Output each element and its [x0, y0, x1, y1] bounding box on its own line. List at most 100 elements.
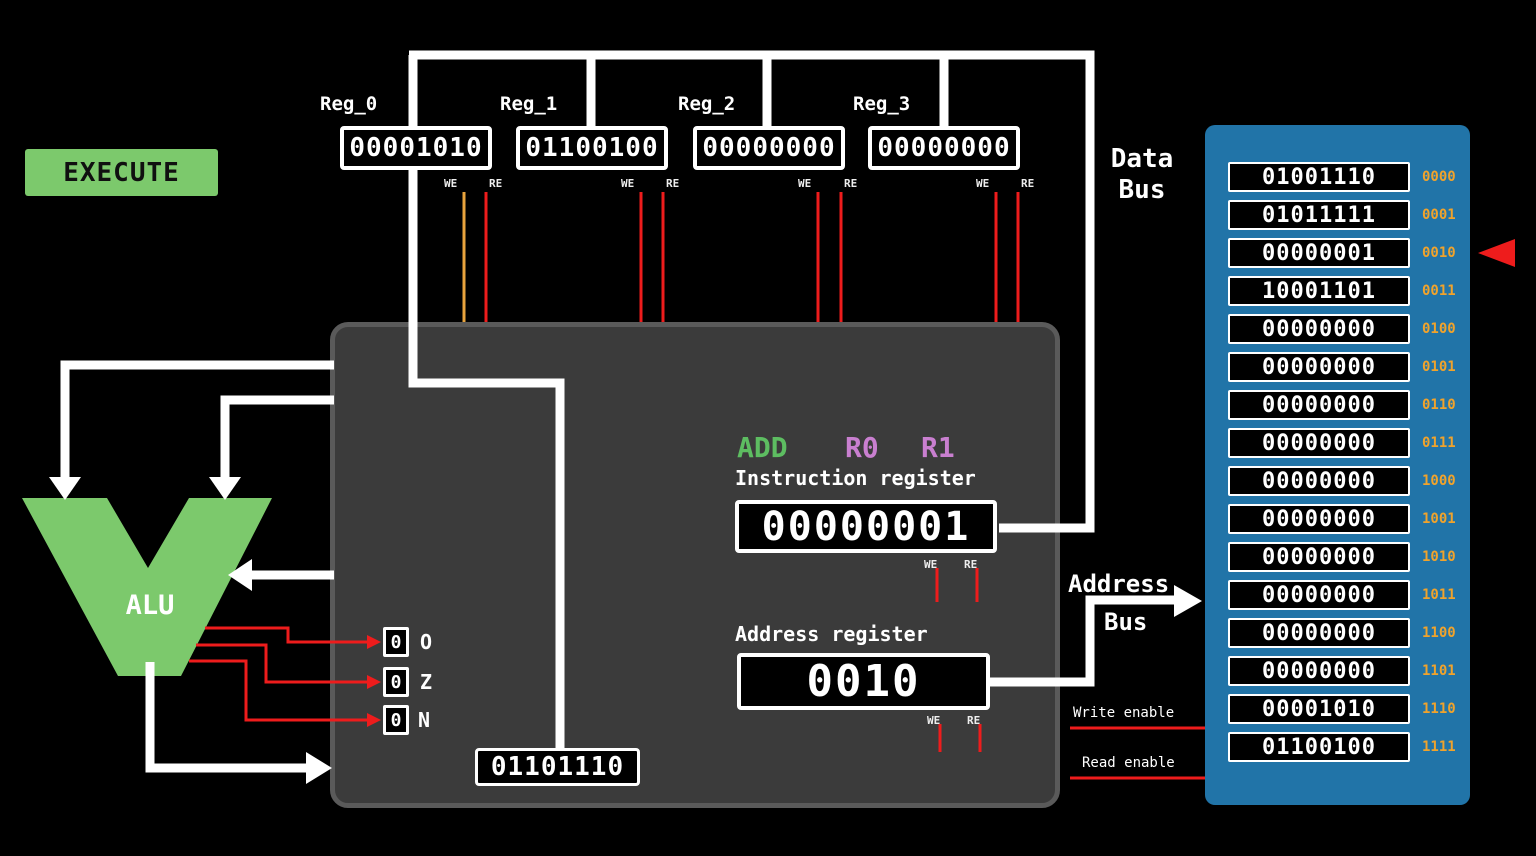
- flag-wires: [189, 626, 368, 722]
- address-bus-label-line1: Address: [1068, 570, 1170, 598]
- memory-cell-address: 1011: [1422, 587, 1456, 603]
- stage-badge: EXECUTE: [25, 149, 218, 196]
- data-bus-label-line1: Data: [1110, 144, 1174, 174]
- reg2-value-box: 00000000: [693, 126, 845, 170]
- internal-data-wires: [60, 168, 565, 773]
- temp-register-value-box: 01101110: [475, 748, 640, 786]
- memory-row: 00000000 1010: [1205, 542, 1470, 572]
- address-register-label: Address register: [735, 622, 928, 646]
- reg1-re-label: RE: [666, 177, 680, 190]
- memory-cell-address: 0011: [1422, 283, 1456, 299]
- memory-row: 01011111 0001: [1205, 200, 1470, 230]
- ar-re-label: RE: [967, 714, 981, 727]
- memory-cell-value: 00000000: [1228, 618, 1410, 648]
- decoded-operand2: R1: [921, 431, 955, 464]
- memory-cell-value: 01001110: [1228, 162, 1410, 192]
- ir-re-label: RE: [964, 558, 978, 571]
- memory-row: 01100100 1111: [1205, 732, 1470, 762]
- address-register-value-box: 0010: [737, 653, 990, 710]
- alu-label: ALU: [125, 590, 175, 621]
- reg3-name: Reg_3: [853, 93, 911, 115]
- memory-cell-value: 01100100: [1228, 732, 1410, 762]
- ar-we-label: WE: [927, 714, 941, 727]
- reg2-we-label: WE: [798, 177, 812, 190]
- memory-row: 00000000 0100: [1205, 314, 1470, 344]
- alu-output-arrow: [306, 752, 332, 784]
- memory-cell-address: 0111: [1422, 435, 1456, 451]
- memory-cell-address: 0001: [1422, 207, 1456, 223]
- reg0-re-label: RE: [489, 177, 503, 190]
- memory-cell-address: 1000: [1422, 473, 1456, 489]
- flag-z-value-box: 0: [383, 667, 409, 697]
- control-signal-wires: [484, 192, 1205, 780]
- memory-cell-address: 0010: [1422, 245, 1456, 261]
- flag-z-label: Z: [420, 670, 433, 694]
- memory-cell-address: 1101: [1422, 663, 1456, 679]
- memory-row: 00000000 0111: [1205, 428, 1470, 458]
- alu-input-b-arrow: [209, 477, 241, 500]
- write-enable-label: Write enable: [1073, 705, 1175, 721]
- memory-row: 10001101 0011: [1205, 276, 1470, 306]
- reg1-value-box: 01100100: [516, 126, 668, 170]
- memory-cell-address: 0100: [1422, 321, 1456, 337]
- memory-cell-value: 00000000: [1228, 390, 1410, 420]
- memory-cell-value: 00000000: [1228, 580, 1410, 610]
- memory-row: 01001110 0000: [1205, 162, 1470, 192]
- decoded-mnemonic: ADD: [737, 431, 788, 464]
- memory-cell-value: 00000000: [1228, 656, 1410, 686]
- memory-cell-address: 1111: [1422, 739, 1456, 755]
- wire-arrowheads: [49, 477, 1202, 784]
- memory-cell-value: 00000000: [1228, 428, 1410, 458]
- memory-cell-value: 00000000: [1228, 466, 1410, 496]
- memory-cell-value: 00001010: [1228, 694, 1410, 724]
- memory-row: 00001010 1110: [1205, 694, 1470, 724]
- reg0-name: Reg_0: [320, 93, 378, 115]
- memory-cell-address: 1001: [1422, 511, 1456, 527]
- memory-cell-value: 00000000: [1228, 542, 1410, 572]
- memory-row: 00000001 0010: [1205, 238, 1470, 268]
- memory-cell-value: 01011111: [1228, 200, 1410, 230]
- alu-input-a-arrow: [49, 477, 81, 500]
- memory-cell-address: 1100: [1422, 625, 1456, 641]
- memory-cell-address: 1110: [1422, 701, 1456, 717]
- alu-input-c-arrow: [228, 559, 252, 591]
- memory-cell-value: 10001101: [1228, 276, 1410, 306]
- memory-row: 00000000 1101: [1205, 656, 1470, 686]
- address-bus-wire: [990, 595, 1176, 687]
- reg3-value-box: 00000000: [868, 126, 1020, 170]
- reg1-name: Reg_1: [500, 93, 558, 115]
- memory-pointer-arrow: [1478, 239, 1515, 267]
- reg0-value-box: 00001010: [340, 126, 492, 170]
- address-bus-label-line2: Bus: [1104, 608, 1148, 636]
- reg1-we-label: WE: [621, 177, 635, 190]
- data-bus-label-line2: Bus: [1118, 175, 1166, 205]
- reg2-re-label: RE: [844, 177, 858, 190]
- memory-cell-address: 0000: [1422, 169, 1456, 185]
- memory-cell-address: 1010: [1422, 549, 1456, 565]
- ir-we-label: WE: [924, 558, 938, 571]
- flag-o-value-box: 0: [383, 627, 409, 657]
- cpu-body: [330, 322, 1060, 808]
- memory-cell-value: 00000000: [1228, 352, 1410, 382]
- address-bus-arrow: [1174, 585, 1202, 617]
- reg3-we-label: WE: [976, 177, 990, 190]
- reg3-re-label: RE: [1021, 177, 1035, 190]
- instruction-register-value-box: 00000001: [735, 500, 997, 553]
- memory-row: 00000000 1100: [1205, 618, 1470, 648]
- flag-o-label: O: [420, 630, 433, 654]
- reg2-name: Reg_2: [678, 93, 736, 115]
- memory-row: 00000000 1000: [1205, 466, 1470, 496]
- memory-row: 00000000 1011: [1205, 580, 1470, 610]
- memory-cell-value: 00000001: [1228, 238, 1410, 268]
- flag-wire-arrowheads: [367, 635, 381, 727]
- read-enable-label: Read enable: [1082, 755, 1175, 771]
- instruction-register-label: Instruction register: [735, 466, 976, 490]
- flag-n-label: N: [418, 708, 431, 732]
- memory-cell-value: 00000000: [1228, 314, 1410, 344]
